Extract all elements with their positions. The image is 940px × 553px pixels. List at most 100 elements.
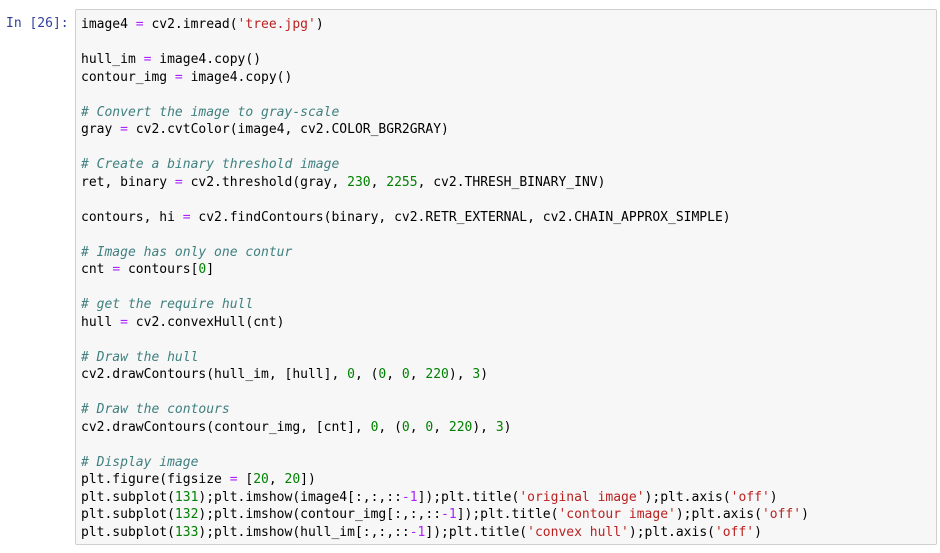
code-line <box>81 436 809 454</box>
code-number: 132 <box>174 507 199 522</box>
code-token: ), <box>472 419 496 435</box>
code-token: , <box>386 367 402 382</box>
code-number: 0 <box>401 367 410 382</box>
code-operator: = <box>174 69 183 85</box>
code-line: ret, binary = cv2.threshold(gray, 230, 2… <box>81 174 809 192</box>
code-token: cv2.imread( <box>143 17 238 32</box>
code-token: , <box>409 367 426 382</box>
code-token: );plt.imshow(contour_img[:,:,:: <box>198 507 442 522</box>
code-token: ) <box>769 489 778 505</box>
code-line <box>81 384 809 402</box>
code-token: cv2.findContours(binary, cv2.RETR_EXTERN… <box>190 209 731 225</box>
code-line: contours, hi = cv2.findContours(binary, … <box>81 209 809 227</box>
code-token: );plt.axis( <box>644 489 731 505</box>
code-token: );plt.imshow(hull_im[:,:,:: <box>198 524 410 540</box>
code-token: hull <box>81 314 121 330</box>
code-token: ]);plt.title( <box>425 524 528 540</box>
code-number: 0 <box>378 367 387 382</box>
code-token: ret, binary <box>81 174 175 190</box>
code-token: cv2.drawContours(hull_im, [hull], <box>81 367 348 382</box>
code-line: image4 = cv2.imread('tree.jpg') <box>81 16 809 34</box>
code-token: cv2.convexHull(cnt) <box>127 314 285 330</box>
code-token: , <box>433 419 449 435</box>
code-line: hull = cv2.convexHull(cnt) <box>81 314 809 332</box>
code-token: ) <box>801 507 809 522</box>
code-operator: -1 <box>409 524 426 540</box>
code-line: # get the require hull <box>81 296 809 314</box>
code-operator: = <box>229 472 238 487</box>
code-operator: = <box>120 314 128 330</box>
code-comment: # Draw the hull <box>81 349 199 365</box>
code-line: hull_im = image4.copy() <box>81 51 809 69</box>
code-number: 230 <box>347 174 371 190</box>
code-token: ), <box>448 367 473 382</box>
code-token: , <box>370 174 387 190</box>
code-token: hull_im <box>81 52 144 67</box>
code-line: # Display image <box>81 454 809 472</box>
code-line: # Image has only one contur <box>81 244 809 262</box>
code-comment: # Draw the contours <box>81 402 230 417</box>
code-comment: # Create a binary threshold image <box>81 157 340 172</box>
code-comment: # Image has only one contur <box>81 244 293 260</box>
code-comment: # Display image <box>81 454 199 470</box>
code-token: plt.figure(figsize <box>81 472 230 487</box>
code-line: cv2.drawContours(hull_im, [hull], 0, (0,… <box>81 366 809 384</box>
code-string: 'convex hull' <box>527 524 629 540</box>
code-number: 3 <box>495 419 504 435</box>
code-token: cnt <box>81 262 113 277</box>
code-line: contour_img = image4.copy() <box>81 69 809 87</box>
code-token: ) <box>480 367 489 382</box>
code-number: 220 <box>448 419 473 435</box>
code-line: # Draw the contours <box>81 401 809 419</box>
cell-prompt: In [26]: <box>6 16 69 31</box>
code-number: 0 <box>425 419 434 435</box>
code-token: );plt.axis( <box>628 524 715 540</box>
code-number: 20 <box>253 472 269 487</box>
code-line <box>81 191 809 209</box>
code-number: 3 <box>472 367 481 382</box>
code-number: 133 <box>174 524 199 540</box>
code-block[interactable]: image4 = cv2.imread('tree.jpg') hull_im =… <box>81 16 809 541</box>
code-number: 2255 <box>386 174 418 190</box>
code-operator: = <box>174 174 183 190</box>
code-token: plt.subplot( <box>81 524 175 540</box>
code-token: contours, hi <box>81 209 183 225</box>
code-token: contour_img <box>81 69 175 85</box>
code-token: cv2.threshold(gray, <box>182 174 348 190</box>
code-line: plt.figure(figsize = [20, 20]) <box>81 471 809 489</box>
code-operator: = <box>120 122 128 137</box>
code-string: 'off' <box>730 489 770 505</box>
code-token: [ <box>237 472 254 487</box>
code-number: 220 <box>425 367 449 382</box>
code-token: cv2.drawContours(contour_img, [cnt], <box>81 419 371 435</box>
code-token: plt.subplot( <box>81 507 175 522</box>
code-token: , <box>268 472 285 487</box>
code-line <box>81 139 809 157</box>
code-line: cnt = contours[0] <box>81 261 809 279</box>
code-string: 'off' <box>714 524 755 540</box>
code-operator: -1 <box>441 507 457 522</box>
code-number: 0 <box>370 419 379 435</box>
code-token: );plt.axis( <box>675 507 762 522</box>
code-line: plt.subplot(131);plt.imshow(image4[:,:,:… <box>81 489 809 507</box>
code-operator: = <box>135 17 144 32</box>
code-number: 0 <box>347 367 355 382</box>
code-line: # Create a binary threshold image <box>81 156 809 174</box>
code-token: , cv2.THRESH_BINARY_INV) <box>417 174 606 190</box>
code-token: );plt.imshow(image4[:,:,:: <box>198 489 402 505</box>
code-token: image4.copy() <box>182 69 293 85</box>
code-string: 'original image' <box>519 489 645 505</box>
code-token: cv2.cvtColor(image4, cv2.COLOR_BGR2GRAY) <box>127 122 449 137</box>
code-token: ]) <box>300 472 316 487</box>
code-editor[interactable]: image4 = cv2.imread('tree.jpg') hull_im =… <box>75 9 937 545</box>
code-comment: # get the require hull <box>81 297 254 312</box>
code-token: , <box>409 419 426 435</box>
code-number: 0 <box>198 262 207 277</box>
code-line: plt.subplot(132);plt.imshow(contour_img[… <box>81 506 809 524</box>
code-token: ) <box>754 524 762 540</box>
code-string: 'contour image' <box>558 507 676 522</box>
code-number: 20 <box>284 472 301 487</box>
code-line <box>81 86 809 104</box>
code-number: 0 <box>401 419 410 435</box>
